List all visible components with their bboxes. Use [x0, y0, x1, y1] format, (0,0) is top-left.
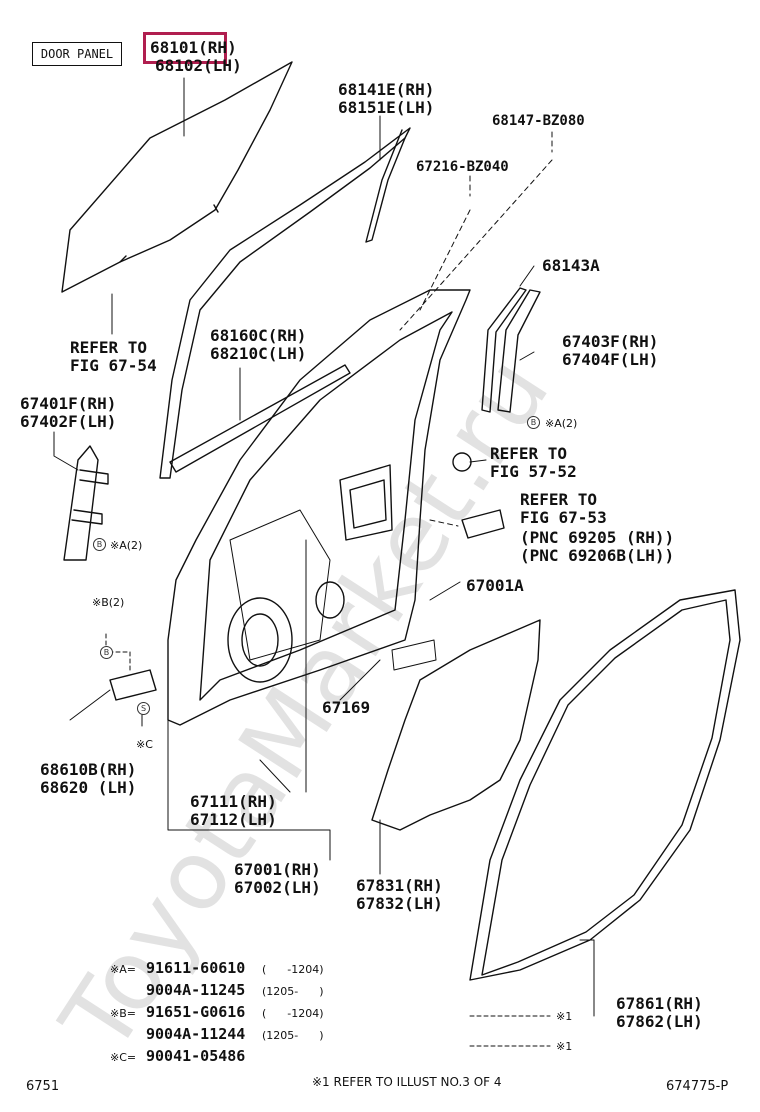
part-label-67403f[interactable]: 67403F(RH) [562, 332, 659, 351]
note-part-a1[interactable]: 91611-60610 [146, 959, 246, 977]
note-range-a1: ( -1204) [262, 963, 324, 976]
part-label-67216[interactable]: 67216-BZ040 [416, 159, 509, 175]
service-hole-cover [371, 619, 541, 831]
note-part-b2[interactable]: 9004A-11244 [146, 1025, 246, 1043]
part-label-68101[interactable]: 68101(RH) [150, 38, 237, 57]
refer-fig-67-53-line2[interactable]: FIG 67-53 [520, 508, 607, 527]
callout-1-lower: ※1 [556, 1040, 573, 1053]
part-label-67404f[interactable]: 67404F(LH) [562, 350, 659, 369]
note-key-c: ※C= [110, 1051, 137, 1064]
note-part-b1[interactable]: 91651-G0616 [146, 1003, 246, 1021]
refer-fig-67-53-line1[interactable]: REFER TO [520, 490, 598, 509]
part-label-68141e[interactable]: 68141E(RH) [338, 80, 435, 99]
part-label-67862[interactable]: 67862(LH) [616, 1012, 703, 1031]
callout-a2-left: ※A(2) [110, 539, 143, 552]
part-label-68160c[interactable]: 68160C(RH) [210, 326, 307, 345]
part-label-68210c[interactable]: 68210C(LH) [210, 344, 307, 363]
part-label-67401f[interactable]: 67401F(RH) [20, 394, 117, 413]
note-range-b2: (1205- ) [262, 1029, 324, 1042]
highlight-box [143, 32, 227, 64]
footer-illustration-id: 674775-P [666, 1079, 729, 1094]
part-label-67001[interactable]: 67001(RH) [234, 860, 321, 879]
callout-a2-right: ※A(2) [545, 417, 578, 430]
part-label-68151e[interactable]: 68151E(LH) [338, 98, 435, 117]
belt-moulding [169, 364, 351, 473]
bubble-b-left: B [93, 538, 106, 551]
division-bar [497, 289, 541, 413]
refer-fig-57-52-line2[interactable]: FIG 57-52 [490, 462, 577, 481]
bubble-b-hinge: B [100, 646, 113, 659]
part-label-67111[interactable]: 67111(RH) [190, 792, 277, 811]
bubble-b-right: B [527, 416, 540, 429]
door-hinge [109, 669, 157, 701]
part-label-68620[interactable]: 68620 (LH) [40, 778, 137, 797]
refer-fig-57-52-line1[interactable]: REFER TO [490, 444, 568, 463]
part-label-67002[interactable]: 67002(LH) [234, 878, 321, 897]
part-label-67112[interactable]: 67112(LH) [190, 810, 277, 829]
footer-figure-number: 6751 [26, 1079, 60, 1094]
bubble-s-hinge: S [137, 702, 150, 715]
part-label-68102[interactable]: 68102(LH) [155, 56, 242, 75]
note-part-a2[interactable]: 9004A-11245 [146, 981, 246, 999]
part-label-67402f[interactable]: 67402F(LH) [20, 412, 117, 431]
note-range-b1: ( -1204) [262, 1007, 324, 1020]
part-label-67861[interactable]: 67861(RH) [616, 994, 703, 1013]
part-label-67001a[interactable]: 67001A [466, 576, 524, 595]
callout-1-upper: ※1 [556, 1010, 573, 1023]
part-label-67832[interactable]: 67832(LH) [356, 894, 443, 913]
note-key-a: ※A= [110, 963, 136, 976]
window-regulator [63, 445, 99, 561]
pnc-lh[interactable]: (PNC 69206B(LH)) [520, 546, 675, 565]
refer-fig-67-54-line2[interactable]: FIG 67-54 [70, 356, 157, 375]
weatherstrip [469, 589, 741, 981]
part-label-67831[interactable]: 67831(RH) [356, 876, 443, 895]
note-range-a2: (1205- ) [262, 985, 324, 998]
callout-b2: ※B(2) [92, 596, 125, 609]
door-glass-run [159, 127, 411, 479]
door-glass [61, 61, 293, 293]
inner-handle [461, 509, 505, 539]
refer-fig-67-54-line1[interactable]: REFER TO [70, 338, 148, 357]
pnc-rh[interactable]: (PNC 69205 (RH)) [520, 528, 675, 547]
footer-note: ※1 REFER TO ILLUST NO.3 OF 4 [312, 1075, 502, 1089]
callout-c: ※C [136, 738, 153, 751]
part-label-67169[interactable]: 67169 [322, 698, 371, 717]
door-panel-tag: DOOR PANEL [32, 42, 122, 66]
part-label-68147[interactable]: 68147-BZ080 [492, 113, 585, 129]
grommet [452, 452, 472, 472]
door-panel [167, 289, 471, 726]
part-label-68143a[interactable]: 68143A [542, 256, 600, 275]
part-label-68610b[interactable]: 68610B(RH) [40, 760, 137, 779]
note-part-c[interactable]: 90041-05486 [146, 1047, 246, 1065]
note-key-b: ※B= [110, 1007, 136, 1020]
